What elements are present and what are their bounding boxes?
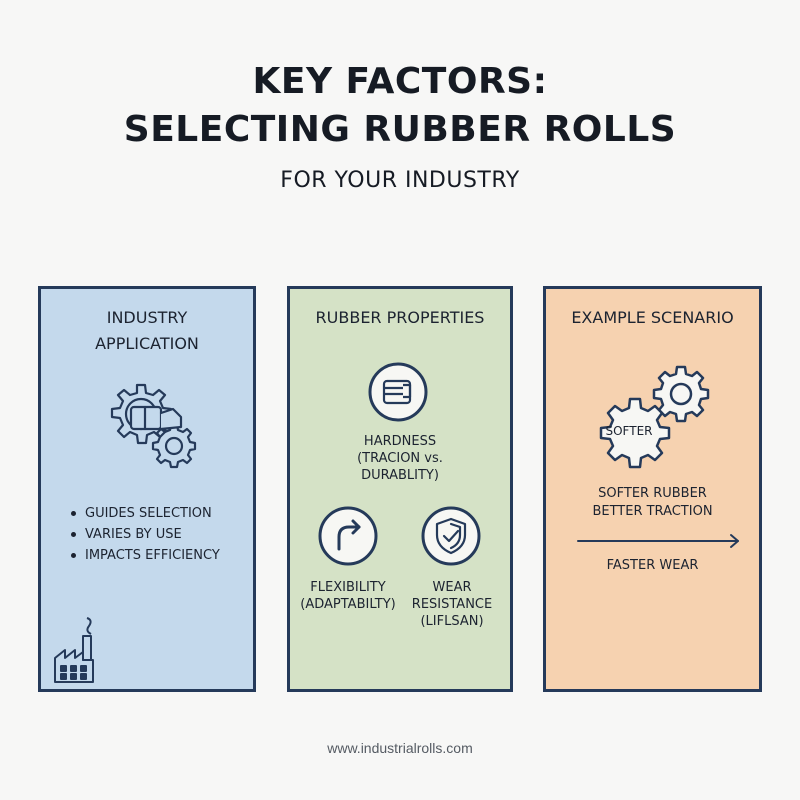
fist-icon: [368, 362, 428, 422]
industry-application-panel: INDUSTRY APPLICATION GUIDES SELECTION VA…: [38, 286, 256, 692]
gear-label: SOFTER: [605, 424, 653, 438]
flexibility-label: FLEXIBILITY (ADAPTABILTY): [290, 579, 406, 613]
list-item: IMPACTS EFFICIENCY: [71, 545, 220, 566]
hardness-line-2: (TRACION vs.: [357, 451, 443, 466]
wear-line-3: (LIFLSAN): [420, 614, 484, 629]
gear-pair-icon: [599, 365, 710, 469]
header: KEY FACTORS: SELECTING RUBBER ROLLS FOR …: [0, 58, 800, 193]
gear-machine-icon: [110, 383, 197, 469]
subtitle: FOR YOUR INDUSTRY: [280, 168, 520, 193]
right-arrow-icon: [577, 534, 739, 548]
flexibility-line-2: (ADAPTABILTY): [300, 597, 396, 612]
example-scenario-panel: EXAMPLE SCENARIO SOFTER SOFTER RUBBER BE…: [543, 286, 762, 692]
scenario-line-3: FASTER WEAR: [606, 558, 699, 573]
scenario-line-2: BETTER TRACTION: [592, 504, 713, 519]
panel-title: RUBBER PROPERTIES: [315, 308, 485, 327]
title-line-1: KEY FACTORS:: [252, 61, 548, 102]
rubber-properties-panel: RUBBER PROPERTIES HARDNESS (TRACION vs. …: [287, 286, 513, 692]
panel-title: EXAMPLE SCENARIO: [571, 308, 734, 327]
list-item: GUIDES SELECTION: [71, 503, 220, 524]
scenario-line-1: SOFTER RUBBER: [598, 486, 707, 501]
title-line-2: SELECTING RUBBER ROLLS: [123, 109, 677, 150]
bullet-list: GUIDES SELECTION VARIES BY USE IMPACTS E…: [71, 503, 220, 566]
flexibility-line-1: FLEXIBILITY: [310, 580, 386, 595]
footer-url: www.industrialrolls.com: [327, 740, 473, 756]
panel-title-line-2: APPLICATION: [95, 334, 199, 353]
wear-line-1: WEAR: [432, 580, 472, 595]
list-item: VARIES BY USE: [71, 524, 220, 545]
wear-line-2: RESISTANCE: [411, 597, 493, 612]
curved-arrow-icon: [318, 506, 378, 566]
wear-resistance-label: WEAR RESISTANCE (LIFLSAN): [402, 579, 502, 630]
shield-check-icon: [421, 506, 481, 566]
factory-icon: [54, 617, 94, 683]
hardness-label: HARDNESS (TRACION vs. DURABLITY): [330, 433, 470, 484]
hardness-line-3: DURABLITY): [361, 468, 439, 483]
hardness-line-1: HARDNESS: [363, 434, 437, 449]
panel-title-line-1: INDUSTRY: [106, 308, 188, 327]
